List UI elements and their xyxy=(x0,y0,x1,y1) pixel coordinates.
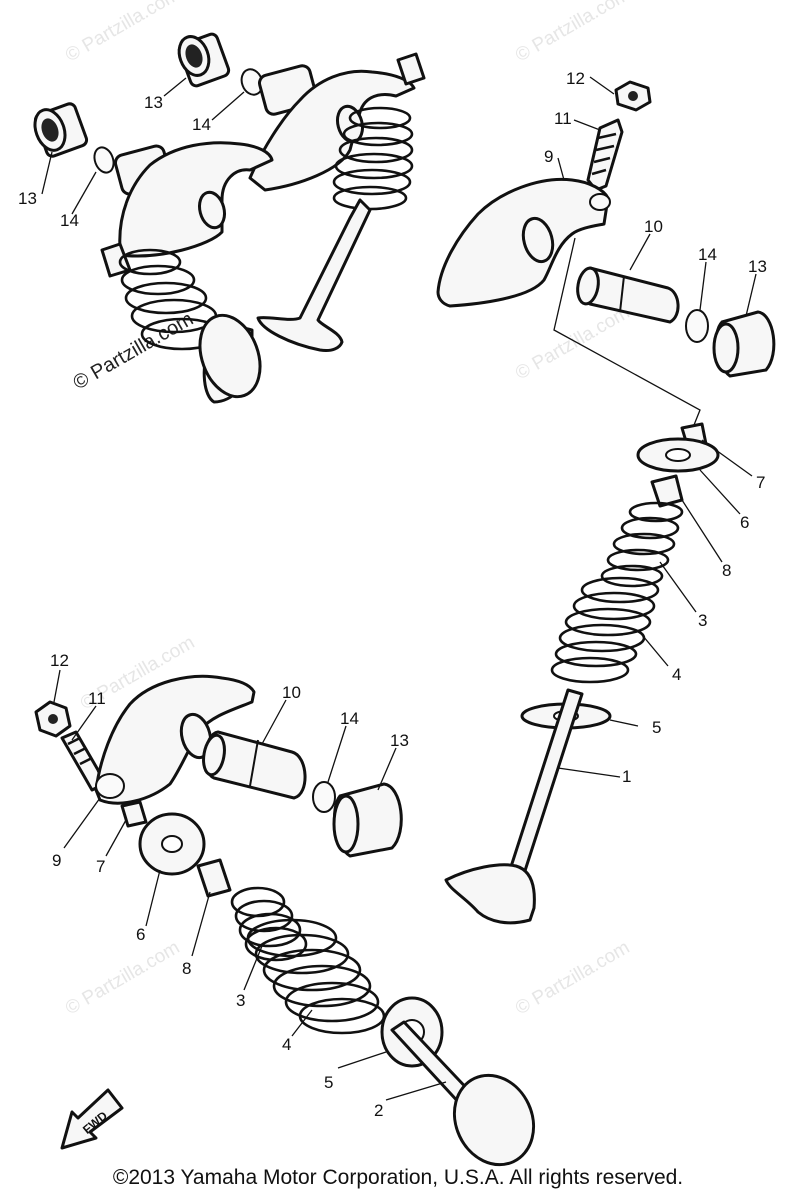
callout-1: 1 xyxy=(622,767,631,786)
watermark-3: © Partzilla.com xyxy=(512,302,633,384)
top-left-assembly xyxy=(33,32,426,404)
callout-11-top: 11 xyxy=(554,109,572,128)
o-ring-14-bottom xyxy=(312,781,336,813)
bottom-left-assembly xyxy=(34,674,536,1167)
valve-spring-top-right xyxy=(332,106,414,211)
callout-6-right: 6 xyxy=(740,513,749,532)
callout-7-right: 7 xyxy=(756,473,765,492)
callout-4-right: 4 xyxy=(672,665,681,684)
callout-13-lower: 13 xyxy=(18,189,37,208)
valve-top-left xyxy=(198,313,262,404)
assembly-guide-line xyxy=(553,237,701,431)
callout-8-bottom: 8 xyxy=(182,959,191,978)
plug-13-upper xyxy=(177,32,231,88)
callout-10-top: 10 xyxy=(644,217,663,236)
callout-3-right: 3 xyxy=(698,611,707,630)
callout-12-bottom: 12 xyxy=(50,651,69,670)
callout-14-upper: 14 xyxy=(192,115,211,134)
callout-10-bottom: 10 xyxy=(282,683,301,702)
callout-6-bottom: 6 xyxy=(136,925,145,944)
callout-13-bottom: 13 xyxy=(390,731,409,750)
adjuster-screw-11-top xyxy=(586,118,624,192)
callout-12-top: 12 xyxy=(566,69,585,88)
callout-3-bottom: 3 xyxy=(236,991,245,1010)
callout-11-bottom: 11 xyxy=(88,689,106,708)
callout-labels: 13 14 13 14 12 11 9 10 14 13 7 6 8 3 4 5… xyxy=(18,69,767,1120)
plug-13-bottom xyxy=(332,782,403,858)
valve-cotter-7-bottom xyxy=(120,800,148,828)
callout-14-top-right: 14 xyxy=(698,245,717,264)
inner-spring-3-right xyxy=(600,501,684,588)
outer-spring-4-right xyxy=(550,576,660,684)
callout-13-top-right: 13 xyxy=(748,257,767,276)
adjuster-screw-upper xyxy=(396,52,426,86)
watermark-5: © Partzilla.com xyxy=(512,937,633,1019)
stem-seal-8-bottom xyxy=(196,858,232,898)
plug-13-top-right xyxy=(712,310,776,378)
valve-2 xyxy=(390,1020,536,1167)
callout-9-top: 9 xyxy=(544,147,553,166)
o-ring-14-top-right xyxy=(685,309,709,343)
rocker-shaft-10-bottom xyxy=(202,730,307,800)
leader-lines xyxy=(41,76,757,1101)
outer-spring-4-bottom xyxy=(246,918,386,1035)
callout-9-bottom: 9 xyxy=(52,851,61,870)
rocker-arm-lower xyxy=(118,141,274,258)
rocker-arm-9-bottom xyxy=(94,674,256,805)
top-right-assembly xyxy=(436,80,776,431)
inner-spring-3-bottom xyxy=(230,886,308,962)
o-ring-14-lower xyxy=(93,146,115,174)
rocker-shaft-10-top xyxy=(576,266,680,324)
callout-2: 2 xyxy=(374,1101,383,1120)
watermark-6: © Partzilla.com xyxy=(62,937,183,1019)
adjuster-screw-11-bottom xyxy=(60,730,106,792)
callout-14-lower: 14 xyxy=(60,211,79,230)
callout-4-bottom: 4 xyxy=(282,1035,291,1054)
right-valve-stack xyxy=(444,422,720,925)
valve-top-right xyxy=(256,198,372,352)
watermark-2: © Partzilla.com xyxy=(512,0,633,66)
fwd-arrow: FWD xyxy=(60,1088,124,1150)
watermark-1: © Partzilla.com xyxy=(62,0,183,66)
copyright-notice: ©2013 Yamaha Motor Corporation, U.S.A. A… xyxy=(112,1166,684,1189)
callout-5-right: 5 xyxy=(652,718,661,737)
valve-1 xyxy=(444,688,584,925)
callout-13-upper: 13 xyxy=(144,93,163,112)
callout-14-bottom: 14 xyxy=(340,709,359,728)
callout-7-bottom: 7 xyxy=(96,857,105,876)
stem-seal-8-right xyxy=(650,474,684,508)
callout-5-bottom: 5 xyxy=(324,1073,333,1092)
plug-13-lower xyxy=(33,102,89,158)
callout-8-right: 8 xyxy=(722,561,731,580)
